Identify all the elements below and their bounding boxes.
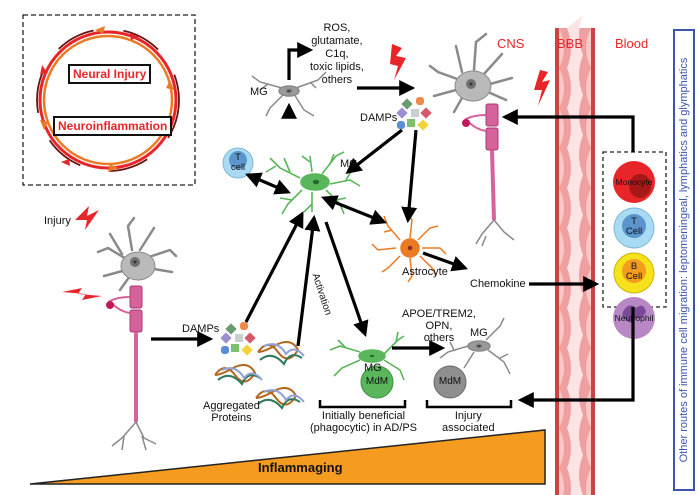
label-chemokine: Chemokine: [470, 278, 526, 290]
cycle-ring-dark: [36, 28, 180, 172]
label-t-cell-cns: T cell: [228, 153, 248, 173]
blood-brain-barrier-vessel: [555, 15, 595, 495]
microglia-top: [251, 71, 327, 117]
label-apoe-factors: APOE/TREM2, OPN, others: [402, 308, 476, 344]
arrow-blood-to-neuron: [501, 109, 635, 152]
label-aggregated: Aggregated: [203, 400, 260, 412]
label-injury-note: Injury associated: [442, 410, 495, 434]
label-t-blood: T: [631, 216, 637, 227]
label-cell: cell: [230, 162, 246, 173]
microglia-injury: [439, 317, 511, 375]
arrow-blood-to-mdm: [517, 307, 635, 408]
aggregated-proteins: [214, 341, 305, 410]
damps-cluster-top: [396, 97, 432, 131]
label-injury-assoc-2: associated: [442, 422, 495, 434]
label-ros: ROS,: [323, 22, 351, 34]
microglia-activated: [329, 331, 405, 381]
label-phagocytic: (phagocytic) in AD/PS: [310, 422, 417, 434]
cycle-ring-orange: [42, 34, 174, 166]
label-monocyte: Monocyte: [615, 177, 653, 187]
label-injury-assoc-1: Injury: [454, 410, 482, 422]
label-mdm-injury: MdM: [438, 376, 462, 387]
label-toxic-factors: ROS, glutamate, C1q, toxic lipids, other…: [310, 22, 364, 87]
lightning-bolt-axon: [62, 288, 102, 300]
arrow-damps-to-astrocyte: [401, 129, 418, 224]
monocyte-cell: [613, 161, 655, 203]
bracket-injury: [425, 400, 513, 409]
label-aggregated-proteins: Aggregated Proteins: [203, 400, 260, 424]
inflammaging-wedge: [29, 429, 546, 485]
arrow-damps-to-mg-center: [244, 211, 304, 323]
label-opn: OPN,: [425, 320, 453, 332]
side-note-box: [673, 29, 695, 491]
label-apoe-others: others: [423, 332, 455, 344]
cycle-arrowheads: [40, 26, 174, 172]
lightning-bolt-injury: [75, 206, 99, 230]
arrow-proteins-to-mg-center: [296, 214, 321, 347]
label-neutrophil: Neutrophil: [614, 313, 654, 323]
label-damps-top: DAMPs: [360, 112, 398, 124]
label-mdm-beneficial: MdM: [365, 376, 389, 387]
label-neuroinflammation: Neuroinflammation: [53, 116, 173, 136]
label-astrocyte: Astrocyte: [402, 266, 448, 278]
label-t-cell-blood: T Cell: [624, 217, 644, 237]
label-toxic-lipids: toxic lipids,: [310, 61, 364, 73]
neuron-cns: [428, 32, 515, 247]
label-mg-activated: MG: [364, 362, 382, 374]
label-glutamate: glutamate,: [311, 35, 363, 47]
mdm-beneficial-cell: [360, 365, 394, 399]
label-b-cell-word: Cell: [625, 271, 643, 282]
t-cell-blood: [613, 207, 655, 249]
region-label-blood: Blood: [615, 36, 649, 51]
arrow-activation: [324, 221, 369, 338]
arrow-mg-astrocyte: [321, 195, 387, 225]
side-note-text: Other routes of immune cell migration: l…: [678, 57, 690, 463]
lightning-bolt-bbb: [534, 70, 550, 106]
lightning-bolt-toxic: [390, 44, 406, 80]
arrow-astrocyte-to-chemokine: [422, 251, 469, 272]
cycle-dashed-border: [22, 14, 196, 186]
damps-cluster-left: [220, 322, 256, 356]
region-label-bbb: BBB: [557, 36, 584, 51]
label-b-cell-blood: B Cell: [624, 262, 644, 282]
pathway-arrows: [151, 42, 635, 408]
label-proteins: Proteins: [211, 412, 252, 424]
label-injury: Injury: [44, 215, 71, 227]
label-b-blood: B: [630, 261, 638, 272]
label-t: T: [235, 152, 241, 163]
label-others: others: [321, 74, 353, 86]
label-mg-top: MG: [250, 86, 268, 98]
label-damps-left: DAMPs: [182, 323, 220, 335]
arrow-tcell-mg: [245, 172, 291, 195]
vicious-cycle-panel: [22, 14, 196, 186]
mdm-injury-cell: [433, 365, 467, 399]
label-cell-blood: Cell: [625, 226, 643, 237]
t-cell-cns: [222, 147, 254, 179]
label-beneficial-note: Initially beneficial (phagocytic) in AD/…: [310, 410, 417, 434]
microglia-center: [265, 151, 361, 215]
b-cell-blood: [613, 252, 655, 294]
cycle-ring-red: [38, 30, 178, 170]
label-mg-injury: MG: [470, 327, 488, 339]
label-apoe-trem2: APOE/TREM2,: [402, 308, 476, 320]
region-label-cns: CNS: [497, 36, 525, 51]
label-c1q: C1q,: [325, 48, 349, 60]
label-initially-beneficial: Initially beneficial: [321, 410, 406, 422]
label-neural-injury: Neural Injury: [68, 64, 152, 84]
arrow-damps-to-mg: [345, 128, 403, 174]
injured-neuron-left: [96, 216, 178, 451]
arrow-mgtop-to-toxic: [287, 42, 314, 80]
bracket-beneficial: [318, 400, 407, 409]
label-inflammaging: Inflammaging: [258, 460, 343, 475]
label-mg-center: MG: [340, 158, 358, 170]
